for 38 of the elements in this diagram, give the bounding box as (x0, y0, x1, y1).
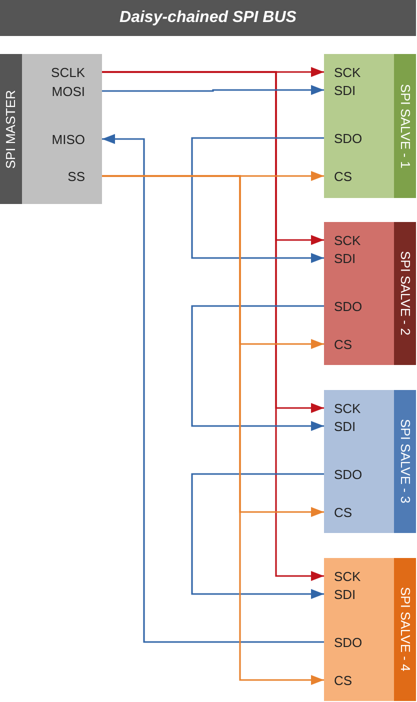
side-label: SPI SALVE - 2 (394, 222, 416, 365)
side-label: SPI SALVE - 3 (394, 390, 416, 533)
pin-label: SCK (324, 567, 361, 585)
pin-label: SDO (324, 465, 362, 483)
pin-label: SCK (324, 399, 361, 417)
pin-label: SDO (324, 633, 362, 651)
pin-label: SDI (324, 417, 356, 435)
title-bar: Daisy-chained SPI BUS (0, 0, 416, 36)
pin-label: SCK (324, 231, 361, 249)
slave-box (324, 558, 416, 701)
pin-label: SCLK (51, 63, 102, 81)
signal-arrow (102, 71, 324, 581)
pin-label: SS (68, 167, 102, 185)
pin-label: SDO (324, 129, 362, 147)
side-label: SPI SALVE - 1 (394, 54, 416, 198)
pin-label: SCK (324, 63, 361, 81)
pin-label: CS (324, 671, 352, 689)
pin-label: MOSI (52, 82, 102, 100)
slave-box (324, 390, 416, 533)
pin-label: CS (324, 503, 352, 521)
signal-arrow (191, 305, 324, 431)
signal-arrow (102, 175, 324, 685)
side-label: SPI SALVE - 4 (394, 558, 416, 701)
slave-box (324, 222, 416, 365)
pin-label: CS (324, 335, 352, 353)
master-box (0, 54, 102, 204)
signal-arrow (191, 137, 324, 263)
pin-label: SDI (324, 585, 356, 603)
signal-arrow (102, 134, 324, 643)
slave-box (324, 54, 416, 198)
pin-label: SDO (324, 297, 362, 315)
pin-label: CS (324, 167, 352, 185)
pin-label: SDI (324, 249, 356, 267)
signal-arrow (191, 473, 324, 599)
pin-label: SDI (324, 81, 356, 99)
side-label: SPI MASTER (0, 54, 22, 204)
signal-arrow (102, 85, 324, 95)
pin-label: MISO (52, 130, 102, 148)
